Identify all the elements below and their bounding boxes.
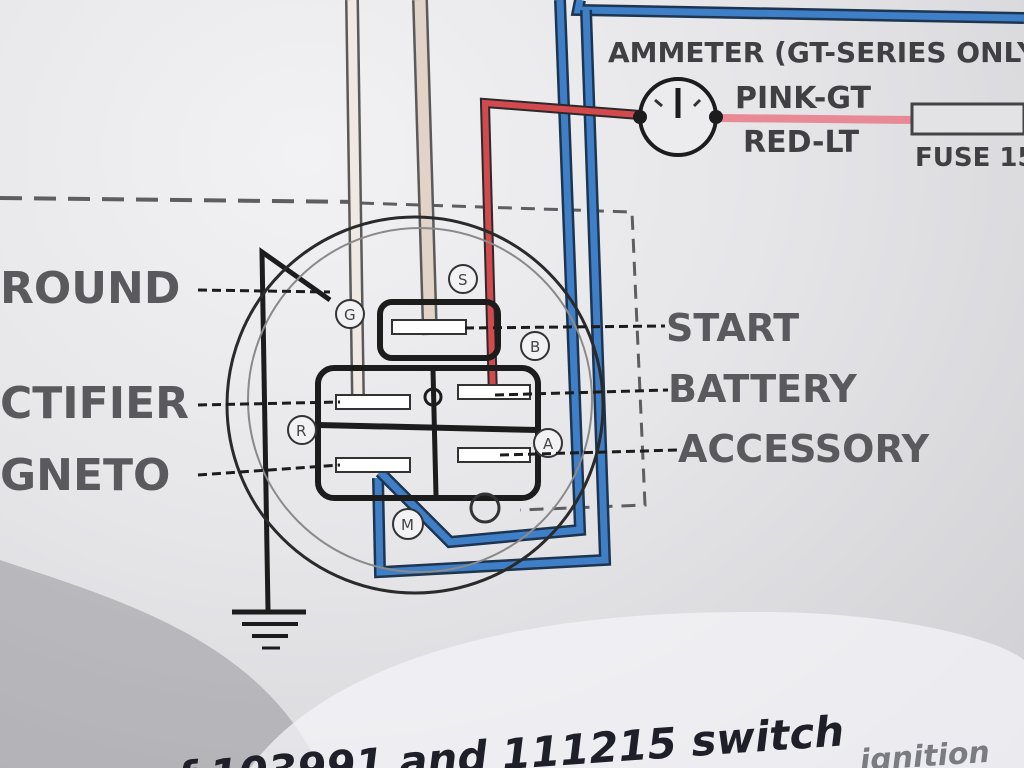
- pink-wire: [719, 114, 916, 124]
- ground-wire: [259, 247, 332, 611]
- page-curl: [250, 611, 1024, 768]
- ammeter-title: AMMETER (GT-SERIES ONLY: [608, 36, 1024, 69]
- label-magneto: GNETO: [0, 450, 170, 501]
- blue-wire-inner: [375, 0, 587, 549]
- label-start: START: [666, 306, 799, 350]
- terminal-markers: S G B R A M: [287, 264, 563, 540]
- wire-label-red-lt: RED-LT: [743, 125, 860, 160]
- label-rectifier: CTIFIER: [0, 378, 189, 429]
- beige-wire-2: [412, 0, 438, 336]
- terminal-g-label: G: [344, 306, 356, 324]
- fuse-body: [910, 102, 1024, 136]
- fuse-label: FUSE 15: [915, 143, 1024, 173]
- label-ground: ROUND: [0, 263, 180, 314]
- dashed-border-line: [0, 196, 361, 204]
- terminal-a-label: A: [543, 435, 554, 453]
- terminal-m-label: M: [401, 516, 414, 534]
- wire-label-pink-gt: PINK-GT: [735, 81, 871, 116]
- beige-wire-1: [345, 0, 365, 401]
- label-battery: BATTERY: [668, 367, 857, 411]
- ammeter-gauge: [633, 77, 723, 157]
- label-leader-lines: [197, 288, 679, 477]
- terminal-b-label: B: [530, 338, 540, 356]
- blue-wire-outer: [372, 0, 1024, 579]
- label-accessory: ACCESSORY: [678, 427, 930, 471]
- ground-symbol: [232, 609, 306, 650]
- terminal-s-label: S: [458, 271, 468, 289]
- terminal-r-label: R: [296, 422, 306, 440]
- page-shadow: [0, 560, 320, 768]
- ignition-switch-body: [225, 215, 605, 595]
